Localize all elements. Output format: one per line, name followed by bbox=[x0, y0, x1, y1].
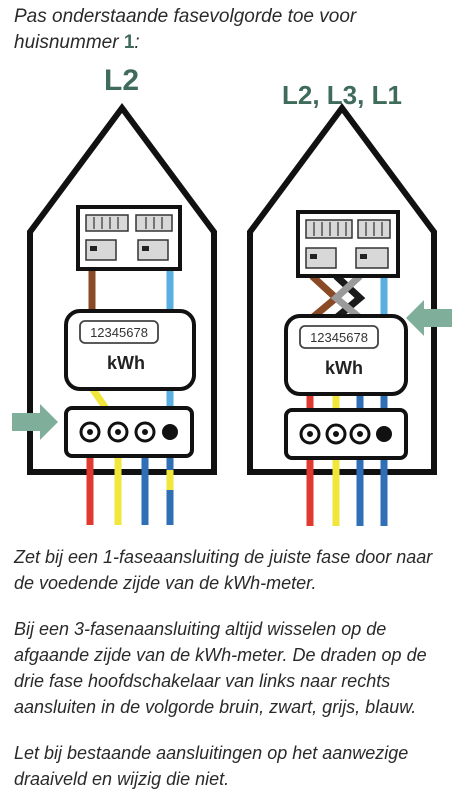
intro-sentence: Pas onderstaande fasevolgorde toe voor h… bbox=[14, 6, 357, 53]
house-left-phase-label: L2 bbox=[104, 64, 140, 97]
meter-number-3phase: 12345678 bbox=[310, 330, 368, 345]
house-right-outline bbox=[247, 102, 437, 475]
supply-arrow-left-icon bbox=[406, 300, 452, 336]
instruction-notes: Zet bij een 1-faseaansluiting de juiste … bbox=[14, 544, 454, 812]
intro-suffix: : bbox=[134, 32, 140, 53]
supply-arrow-icon bbox=[12, 404, 58, 440]
meter-unit: kWh bbox=[107, 353, 145, 373]
meter-unit-3phase: kWh bbox=[325, 358, 363, 378]
house-left-outline bbox=[27, 102, 217, 475]
terminals bbox=[79, 421, 178, 443]
note-1-phase: Zet bij een 1-faseaansluiting de juiste … bbox=[14, 547, 433, 593]
house-left: 12345678 kWh bbox=[12, 102, 217, 525]
intro-text: Pas onderstaande fasevolgorde toe voor h… bbox=[14, 4, 454, 56]
terminal-block bbox=[64, 406, 194, 458]
note-3-phase: Bij een 3-fasenaansluiting altijd wissel… bbox=[14, 619, 427, 717]
wire-grey-cross bbox=[330, 273, 363, 321]
meter-display bbox=[79, 320, 159, 344]
wiring-diagram: 12345678 kWh bbox=[12, 102, 452, 526]
note-existing: Let bij bestaande aansluitingen op het a… bbox=[14, 743, 409, 789]
house-number: 1 bbox=[123, 32, 135, 53]
meter-display-3phase bbox=[299, 325, 379, 349]
wire-black-cross bbox=[333, 273, 366, 321]
house-right: 12345678 kWh bbox=[247, 102, 452, 526]
meter-number: 12345678 bbox=[90, 325, 148, 340]
